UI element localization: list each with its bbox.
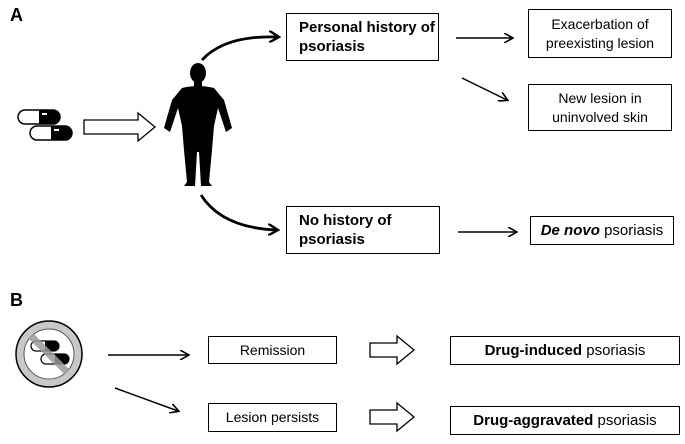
drug-aggravated-box: Drug-aggravated psoriasis [450, 406, 680, 435]
no-history-text: No history of psoriasis [299, 212, 392, 248]
hollow-arrow-persists [369, 401, 416, 433]
exacerbation-box: Exacerbation of preexisting lesion [528, 9, 672, 58]
exacerbation-text: Exacerbation of preexisting lesion [545, 15, 655, 51]
drug-aggravated-rest: psoriasis [593, 412, 657, 429]
de-novo-box: De novo psoriasis [530, 216, 674, 245]
hollow-arrow-remission [369, 334, 416, 366]
lesion-persists-text: Lesion persists [225, 409, 320, 425]
capsule-pills-icon [17, 109, 73, 141]
de-novo-emphasis: De novo [540, 222, 600, 239]
drug-induced-box: Drug-induced psoriasis [450, 336, 680, 365]
remission-box: Remission [208, 336, 337, 364]
curve-arrow-down [199, 194, 277, 230]
drug-induced-emphasis: Drug-induced [484, 342, 583, 359]
human-silhouette-icon [164, 63, 232, 186]
no-drug-prohibition-icon [15, 320, 83, 388]
personal-history-box: Personal history of psoriasis [286, 13, 439, 61]
personal-history-text: Personal history of psoriasis [299, 19, 435, 55]
new-lesion-box: New lesion in uninvolved skin [528, 84, 672, 131]
de-novo-rest: psoriasis [599, 222, 664, 239]
remission-text: Remission [239, 341, 306, 358]
drug-aggravated-emphasis: Drug-aggravated [473, 412, 594, 429]
curve-arrow-up [200, 37, 278, 61]
drug-induced-rest: psoriasis [582, 342, 646, 359]
no-history-box: No history of psoriasis [286, 206, 440, 254]
lesion-persists-box: Lesion persists [208, 403, 337, 432]
new-lesion-text: New lesion in uninvolved skin [552, 89, 648, 125]
hollow-arrow-pills [83, 111, 157, 143]
arrow-to-lesion-persists [114, 387, 178, 411]
panel-a-label: A [10, 5, 23, 25]
panel-b-label: B [10, 290, 23, 310]
arrow-to-new-lesion [461, 77, 507, 100]
